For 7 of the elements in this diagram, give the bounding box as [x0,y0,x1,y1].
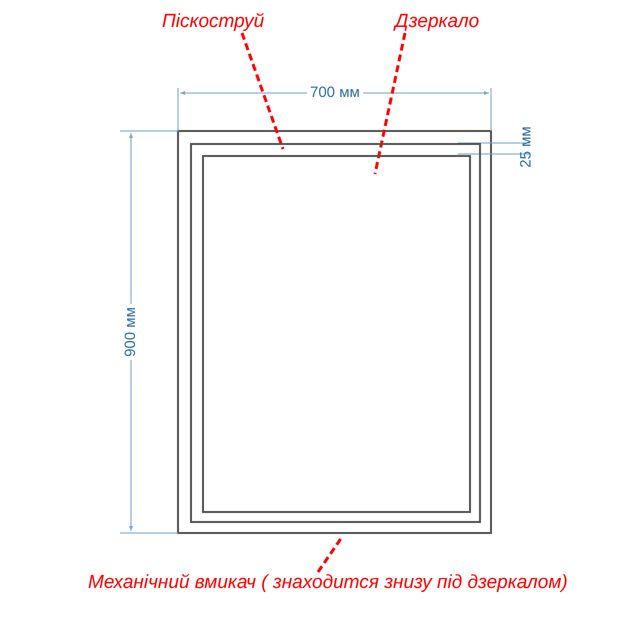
callout-label: Механічний вмикач ( знаходится знизу під дзеркалом) [88,572,568,594]
dimension-label: 25 мм [518,125,534,170]
leader-line [374,32,406,174]
leader-line [240,32,284,150]
callout-label: Піскоструй [162,11,264,33]
callout-label: Дзеркало [395,11,480,33]
leader-line [316,536,344,573]
